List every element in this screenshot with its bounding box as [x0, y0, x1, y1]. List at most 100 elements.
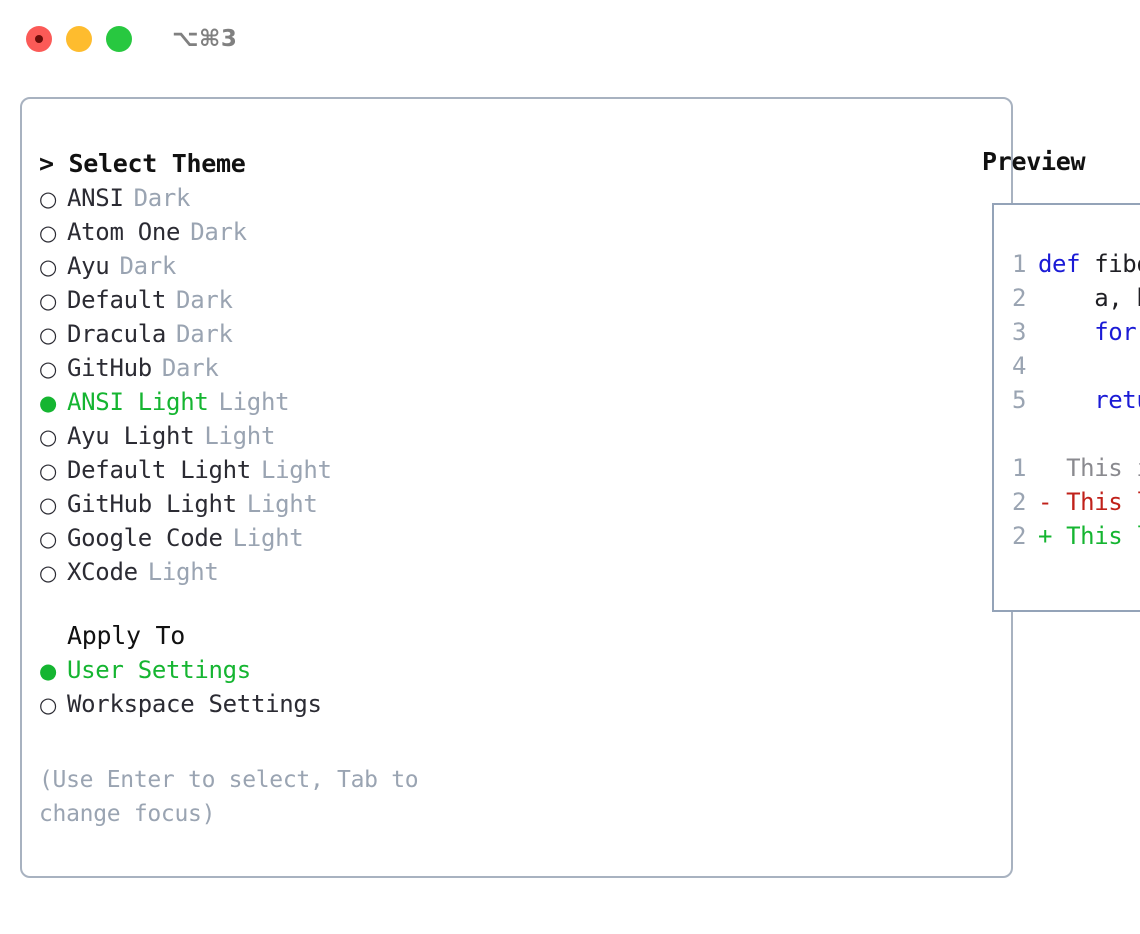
code-line: 1 def fibonacci(n): [994, 247, 1140, 281]
code-token: def [1038, 250, 1081, 278]
line-number: 2 [1011, 488, 1026, 516]
diff-sample: 1 This is a context line. 2 - This line wa… [994, 451, 1140, 553]
diff-line: 2 - This line was deleted. [994, 485, 1140, 519]
theme-option-label: ANSI Light [67, 388, 209, 416]
code-token: fibonacci(n): [1094, 250, 1140, 278]
theme-option-ayu-light[interactable]: ○ Ayu Light Light [39, 419, 502, 453]
preview-header: Preview [982, 147, 1086, 176]
close-button[interactable] [26, 26, 52, 52]
code-token: _ [1136, 318, 1140, 346]
radio-selected-icon: ● [39, 659, 58, 683]
apply-to-option-user-settings[interactable]: ●User Settings [39, 653, 502, 687]
code-token: a, b = b, a + b [1038, 352, 1140, 380]
radio-unselected-icon: ○ [39, 693, 58, 717]
minimize-button[interactable] [66, 26, 92, 52]
theme-option-variant: Light [204, 422, 276, 450]
theme-option-label: GitHub [67, 354, 152, 382]
zoom-button[interactable] [106, 26, 132, 52]
theme-option-label: Default [67, 286, 167, 314]
theme-option-variant: Light [246, 490, 318, 518]
radio-unselected-icon: ○ [39, 561, 58, 585]
theme-option-dracula[interactable]: ○ Dracula Dark [39, 317, 502, 351]
theme-option-label: XCode [67, 558, 138, 586]
theme-option-default[interactable]: ○ Default Dark [39, 283, 502, 317]
preview-column: Preview 1 def fibonacci(n): 2 a, b = 0, 13… [502, 99, 1140, 876]
theme-option-label: Default Light [67, 456, 251, 484]
theme-option-label: Atom One [67, 218, 181, 246]
radio-unselected-icon: ○ [39, 527, 58, 551]
radio-unselected-icon: ○ [39, 221, 58, 245]
radio-unselected-icon: ○ [39, 323, 58, 347]
code-diff-separator [994, 417, 1140, 451]
theme-option-variant: Light [260, 456, 332, 484]
diff-line-content: - This line was deleted. [1038, 488, 1140, 516]
code-line: 3 for _ in range(n): [994, 315, 1140, 349]
radio-unselected-icon: ○ [39, 425, 58, 449]
theme-option-label: Dracula [67, 320, 167, 348]
theme-option-atom-one[interactable]: ○ Atom One Dark [39, 215, 502, 249]
diff-line-content: This is a context line. [1066, 454, 1140, 482]
code-token [1038, 386, 1094, 414]
theme-option-variant: Dark [119, 252, 177, 280]
theme-option-ansi-light[interactable]: ● ANSI Light Light [39, 385, 502, 419]
diff-line-content: + This line was added. [1038, 522, 1140, 550]
code-token: return [1094, 386, 1140, 414]
theme-option-ayu[interactable]: ○ Ayu Dark [39, 249, 502, 283]
theme-option-variant: Dark [161, 354, 219, 382]
apply-to-option-workspace-settings[interactable]: ○ Workspace Settings [39, 687, 502, 721]
code-line-content: a, b = b, a + b [1038, 349, 1140, 383]
line-number: 5 [1011, 386, 1026, 414]
select-theme-header: > Select Theme [39, 149, 246, 178]
radio-unselected-icon: ○ [39, 289, 58, 313]
recording-indicator-icon [35, 35, 43, 43]
diff-line: 2 + This line was added. [994, 519, 1140, 553]
apply-to-list[interactable]: ●User Settings ○ Workspace Settings [39, 653, 502, 721]
line-number: 1 [1011, 454, 1026, 482]
theme-option-label: Google Code [67, 524, 223, 552]
code-sample: 1 def fibonacci(n): 2 a, b = 0, 13 for _ i… [994, 247, 1140, 417]
radio-unselected-icon: ○ [39, 459, 58, 483]
theme-option-google-code[interactable]: ○ Google Code Light [39, 521, 502, 555]
radio-unselected-icon: ○ [39, 493, 58, 517]
theme-option-variant: Light [232, 524, 304, 552]
line-number: 2 [1011, 284, 1026, 312]
apply-to-header: Apply To [67, 621, 186, 650]
radio-unselected-icon: ○ [39, 255, 58, 279]
code-line-content: for _ in range(n): [1038, 315, 1140, 349]
line-number: 4 [1011, 352, 1026, 380]
theme-option-variant: Dark [176, 286, 233, 314]
code-line: 2 a, b = 0, 1 [994, 281, 1140, 315]
title-bar: ⌥⌘3 [0, 0, 1140, 78]
code-token: for [1094, 318, 1137, 346]
theme-option-xcode[interactable]: ○ XCode Light [39, 555, 502, 589]
code-line: 5 return a [994, 383, 1140, 417]
line-number: 1 [1011, 250, 1026, 278]
apply-to-section: Apply To ●User Settings ○ Workspace Settin… [39, 619, 502, 721]
theme-option-github[interactable]: ○ GitHub Dark [39, 351, 502, 385]
code-line-content: a, b = 0, 1 [1038, 281, 1140, 315]
theme-option-variant: Light [218, 388, 290, 416]
code-token: a, b = [1094, 284, 1140, 312]
line-number: 2 [1011, 522, 1026, 550]
code-line-content: return a [1038, 383, 1140, 417]
radio-selected-icon: ● [39, 391, 58, 415]
theme-option-label: Ayu [67, 252, 110, 280]
apply-to-option-label: Workspace Settings [67, 690, 322, 718]
theme-option-variant: Dark [190, 218, 247, 246]
theme-option-variant: Light [147, 558, 219, 586]
keyboard-hint-text: (Use Enter to select, Tab to change focu… [39, 767, 419, 827]
radio-unselected-icon: ○ [39, 187, 58, 211]
radio-unselected-icon: ○ [39, 357, 58, 381]
theme-option-label: ANSI [67, 184, 124, 212]
theme-option-label: Ayu Light [67, 422, 195, 450]
theme-option-variant: Dark [176, 320, 233, 348]
code-line: 4 a, b = b, a + b [994, 349, 1140, 383]
theme-option-default-light[interactable]: ○ Default Light Light [39, 453, 502, 487]
diff-line: 1 This is a context line. [994, 451, 1140, 485]
